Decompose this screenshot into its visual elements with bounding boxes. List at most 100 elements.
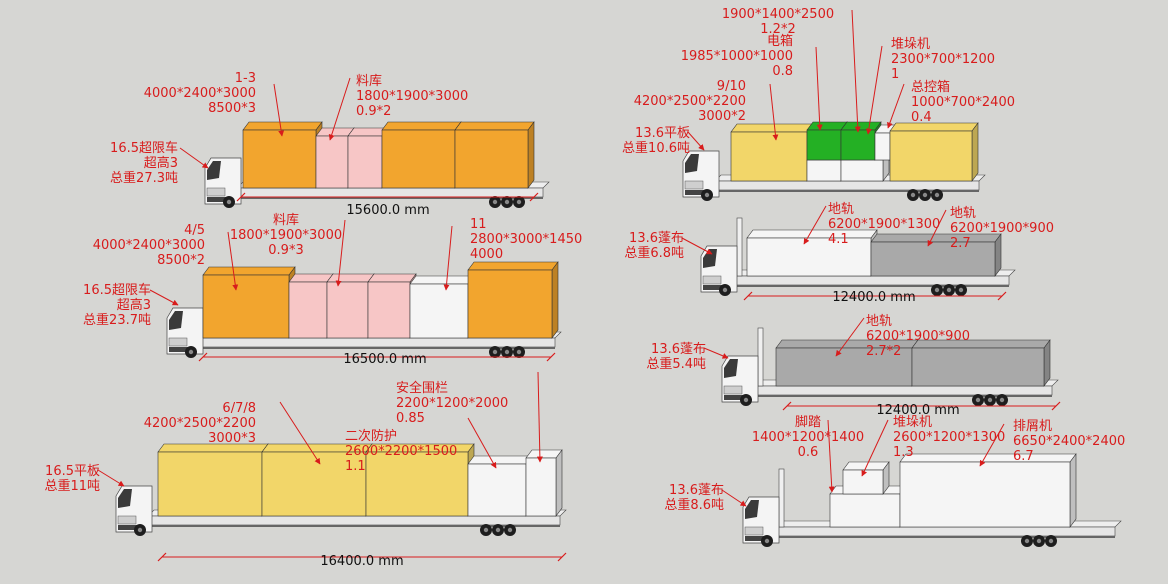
cargo-box-top [454,121,535,131]
cargo-annotation: 6200*1900*1300 [828,217,940,232]
truck-tag: 总重5.4吨 [646,356,706,372]
header-board [736,217,743,277]
cargo-annotation: 3000*3 [208,431,256,446]
leader-line [443,225,453,291]
cab-bumper [703,285,725,290]
cargo-box-top [409,275,475,285]
truck-t7 [742,453,1122,547]
cab-bumper [724,395,746,400]
cargo-box [911,347,1045,387]
trailer-deck [753,385,1053,396]
cargo-annotation: 1000*700*2400 [911,95,1015,110]
trailer-frame [237,197,543,199]
cargo-box [746,237,872,277]
truck-tag: 13.6蓬布 [629,231,684,246]
cargo-annotation: 2.7 [950,236,971,251]
trailer-deck [774,526,1116,537]
cargo-box-top [202,266,296,276]
cargo-annotation: 6.7 [1013,449,1034,464]
leader-line [769,83,779,141]
truck-t1 [204,121,550,208]
cargo-box [157,451,263,517]
cargo-box-side [1069,453,1077,528]
trailer-deck [236,187,544,198]
cargo-annotation: 4200*2500*2200 [144,416,256,431]
truck-t3 [115,443,567,562]
cargo-box [840,129,876,161]
trailer-frame [199,347,555,349]
cargo-annotation: 6650*2400*2400 [1013,434,1125,449]
truck-tag: 总重6.8吨 [624,245,684,261]
cargo-annotation: 地轨 [950,206,976,221]
wheel-hub [1036,538,1042,544]
cargo-annotation: 1.2*2 [760,22,795,37]
cargo-box [367,281,411,339]
cargo-box [899,461,1071,528]
truck-t2 [166,261,562,362]
cargo-box-side [994,233,1002,277]
wheel-hub [922,192,928,198]
dimension-tick [198,352,208,362]
cargo-annotation: 脚踏 [795,414,821,430]
leader-line [835,317,865,357]
cargo-box-side [527,121,535,189]
cargo-box [467,463,527,517]
cargo-box-top [326,273,375,283]
truck-tag: 总重11吨 [44,478,100,494]
leader-line [927,209,947,247]
cargo-annotation: 堆垛机 [891,37,930,52]
cargo-annotation: 4200*2500*2200 [634,94,746,109]
truck-tag: 总重10.6吨 [622,140,690,156]
cargo-box [775,347,913,387]
cargo-annotation: 0.6 [798,445,819,460]
cargo-box-top [730,123,814,133]
cab-grille [684,180,704,190]
leader-line [227,231,239,291]
cargo-box-top [806,121,848,131]
cargo-box [454,129,529,189]
cargo-box-top [381,121,462,131]
trailer-frame [148,525,560,527]
cargo-annotation: 0.9*2 [356,104,391,119]
cab-grille [206,187,226,197]
cargo-box-top [288,273,334,283]
cargo-box-side [551,261,559,339]
leader-line [279,401,321,465]
dimension-tick [157,552,167,562]
leader-line [97,469,125,487]
cargo-annotation: 2600*2200*1500 [345,444,457,459]
wheel-hub [516,199,522,205]
cargo-annotation: 地轨 [866,314,892,329]
trailer-deck [198,337,556,348]
cargo-annotation: 1400*1200*1400 [752,430,864,445]
cargo-box [467,269,553,339]
cargo-box [347,135,383,189]
dimension-tick [782,401,792,411]
cargo-box [261,451,367,517]
cargo-annotation: 料库 [356,73,382,89]
truck-tag: 16.5超限车 [83,282,151,298]
cargo-box [525,457,557,517]
cargo-annotation: 1 [891,67,899,82]
wheel-hub [226,199,232,205]
cab-bumper [169,347,191,352]
cab-grille [117,515,137,525]
wheel-hub [743,397,749,403]
cargo-annotation: 1985*1000*1000 [681,49,793,64]
leader-line [328,77,351,141]
wheel-hub [934,287,940,293]
leader-line [681,237,713,255]
wheel-hub [492,349,498,355]
cab-windshield [724,359,738,378]
cargo-box-top [467,261,559,271]
truck-tag: 13.6蓬布 [669,483,724,498]
cargo-annotation: 2600*1200*1300 [893,430,1005,445]
cargo-annotation: 8500*2 [157,253,205,268]
cargo-box [889,130,973,182]
cab-windshield [685,154,699,173]
cab-bumper [685,190,707,195]
cargo-annotation: 11 [470,217,487,232]
cargo-box-top [889,122,979,132]
wheel-hub [999,397,1005,403]
